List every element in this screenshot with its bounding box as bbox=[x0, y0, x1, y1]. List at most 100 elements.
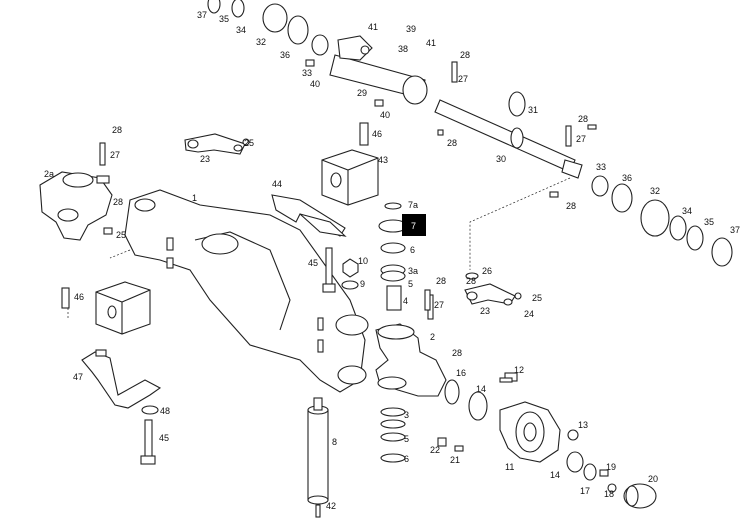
wheel-bolt bbox=[499, 372, 518, 383]
grease-nipple bbox=[437, 437, 464, 452]
stud bbox=[359, 122, 369, 146]
callout-3a: 3a bbox=[408, 266, 418, 276]
callout-36: 36 bbox=[280, 50, 290, 60]
callout-10: 10 bbox=[358, 256, 368, 266]
callout-27c: 27 bbox=[110, 150, 120, 160]
callout-6b: 6 bbox=[404, 454, 409, 464]
bracket bbox=[271, 194, 347, 237]
callout-40: 40 bbox=[310, 79, 320, 89]
callout-23b: 23 bbox=[480, 306, 490, 316]
pin bbox=[424, 289, 431, 311]
callout-5b: 5 bbox=[404, 434, 409, 444]
bolt bbox=[322, 247, 336, 293]
seal-ring bbox=[508, 91, 526, 117]
callout-41: 41 bbox=[368, 22, 378, 32]
callout-46b: 46 bbox=[74, 292, 84, 302]
upper-seal-set bbox=[207, 0, 329, 56]
callout-28i: 28 bbox=[452, 348, 462, 358]
hub-cap-parts bbox=[566, 451, 657, 509]
callout-7a: 7a bbox=[408, 200, 418, 210]
callout-7-highlight: 7 bbox=[402, 214, 426, 236]
axle-beam bbox=[124, 189, 369, 393]
callout-21: 21 bbox=[450, 455, 460, 465]
callout-12: 12 bbox=[514, 365, 524, 375]
callout-36b: 36 bbox=[622, 173, 632, 183]
hub-nut bbox=[567, 429, 579, 441]
nut bbox=[341, 258, 359, 290]
callout-28e: 28 bbox=[112, 125, 122, 135]
callout-25: 25 bbox=[244, 138, 254, 148]
callout-7: 7 bbox=[411, 221, 416, 231]
callout-47: 47 bbox=[73, 372, 83, 382]
callout-1: 1 bbox=[192, 193, 197, 203]
callout-28f: 28 bbox=[113, 197, 123, 207]
callout-35: 35 bbox=[219, 14, 229, 24]
callout-35b: 35 bbox=[704, 217, 714, 227]
callout-8: 8 bbox=[332, 437, 337, 447]
callout-34b: 34 bbox=[682, 206, 692, 216]
leader-lines bbox=[67, 177, 571, 318]
callout-2: 2 bbox=[430, 332, 435, 342]
steering-cylinder bbox=[305, 35, 428, 107]
callout-4: 4 bbox=[403, 296, 408, 306]
rivet bbox=[315, 504, 321, 518]
callout-6: 6 bbox=[410, 245, 415, 255]
callout-28g: 28 bbox=[436, 276, 446, 286]
callout-27: 27 bbox=[458, 74, 468, 84]
callout-39: 39 bbox=[406, 24, 416, 34]
callout-24: 24 bbox=[524, 309, 534, 319]
callout-37: 37 bbox=[197, 10, 207, 20]
callout-33b: 33 bbox=[596, 162, 606, 172]
callout-29: 29 bbox=[357, 88, 367, 98]
callout-19: 19 bbox=[606, 462, 616, 472]
callout-3: 3 bbox=[404, 410, 409, 420]
upper-bearing-stack bbox=[378, 202, 408, 311]
left-track-arm bbox=[184, 133, 250, 155]
callout-28c: 28 bbox=[578, 114, 588, 124]
callout-28h: 28 bbox=[466, 276, 476, 286]
callout-11: 11 bbox=[505, 462, 514, 472]
lower-seal-set bbox=[591, 175, 733, 267]
callout-14: 14 bbox=[476, 384, 486, 394]
callout-27b: 27 bbox=[576, 134, 586, 144]
callout-31: 31 bbox=[528, 105, 538, 115]
kingpin bbox=[307, 397, 329, 505]
callout-28: 28 bbox=[460, 50, 470, 60]
callout-32b: 32 bbox=[650, 186, 660, 196]
callout-41b: 41 bbox=[426, 38, 436, 48]
callout-25b: 25 bbox=[116, 230, 126, 240]
callout-30: 30 bbox=[496, 154, 506, 164]
rubber-block bbox=[321, 149, 379, 206]
callout-28b: 28 bbox=[447, 138, 457, 148]
callout-27d: 27 bbox=[434, 300, 444, 310]
callout-25c: 25 bbox=[532, 293, 542, 303]
left-steering-knuckle bbox=[39, 142, 113, 241]
callout-9: 9 bbox=[360, 279, 365, 289]
callout-44: 44 bbox=[272, 179, 282, 189]
spring-clamp bbox=[81, 349, 162, 465]
callout-32: 32 bbox=[256, 37, 266, 47]
callout-5: 5 bbox=[408, 279, 413, 289]
callouts: 37 35 34 32 36 33 40 41 39 38 41 28 27 2… bbox=[44, 10, 740, 511]
callout-17: 17 bbox=[580, 486, 590, 496]
right-track-arm bbox=[464, 272, 522, 306]
callout-43: 43 bbox=[378, 155, 388, 165]
callout-38: 38 bbox=[398, 44, 408, 54]
callout-42: 42 bbox=[326, 501, 336, 511]
callout-20: 20 bbox=[648, 474, 658, 484]
callout-45b: 45 bbox=[159, 433, 169, 443]
callout-33: 33 bbox=[302, 68, 312, 78]
callout-46: 46 bbox=[372, 129, 382, 139]
callout-45: 45 bbox=[308, 258, 318, 268]
callout-28d: 28 bbox=[566, 201, 576, 211]
callout-34: 34 bbox=[236, 25, 246, 35]
hub-seals bbox=[444, 379, 488, 421]
callout-40b: 40 bbox=[380, 110, 390, 120]
left-rubber-block bbox=[61, 281, 151, 335]
callout-37b: 37 bbox=[730, 225, 740, 235]
wheel-hub bbox=[499, 401, 561, 463]
callout-2a: 2a bbox=[44, 169, 54, 179]
callout-22: 22 bbox=[430, 445, 440, 455]
